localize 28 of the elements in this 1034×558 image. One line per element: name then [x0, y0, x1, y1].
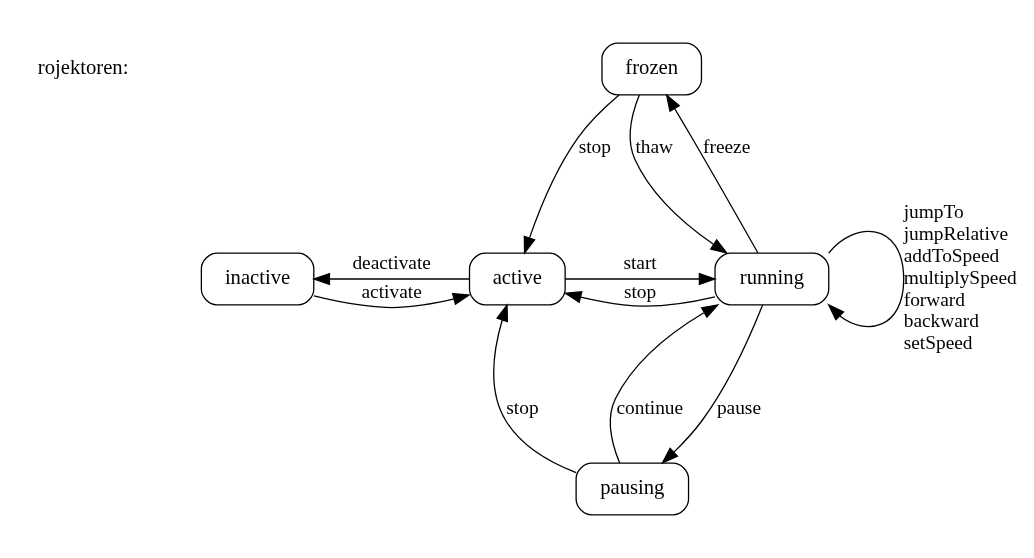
edge-label: activate — [361, 281, 422, 303]
edge-label: jumpTo jumpRelative addToSpeed multiplySpeed forward backward setSpeed — [903, 200, 1017, 354]
arrow — [609, 303, 720, 464]
edge-label: deactivate — [352, 251, 431, 273]
edge-label: start — [623, 251, 657, 273]
edge-label: continue — [616, 397, 684, 419]
edge-label: stop — [623, 281, 657, 303]
node-box: active — [468, 252, 566, 306]
arrow — [661, 304, 764, 465]
arrow — [665, 93, 759, 254]
node-box: pausing — [575, 462, 690, 516]
label: rojektoren: — [37, 55, 129, 78]
edge-label: pause — [716, 397, 761, 419]
node-box: inactive — [200, 252, 315, 306]
edge-label: stop — [578, 136, 612, 158]
arrow — [493, 303, 577, 474]
edge-label: thaw — [635, 136, 674, 158]
edge-label: stop — [506, 397, 539, 419]
edge-label: freeze — [703, 136, 751, 158]
arrow — [312, 272, 470, 286]
arrow — [523, 94, 620, 255]
arrow — [313, 292, 471, 309]
arrow — [629, 94, 729, 255]
node-box: frozen — [601, 42, 703, 96]
arrow — [564, 272, 717, 286]
arrow — [827, 230, 905, 328]
node-box: running — [714, 252, 830, 306]
arrow — [563, 291, 716, 307]
